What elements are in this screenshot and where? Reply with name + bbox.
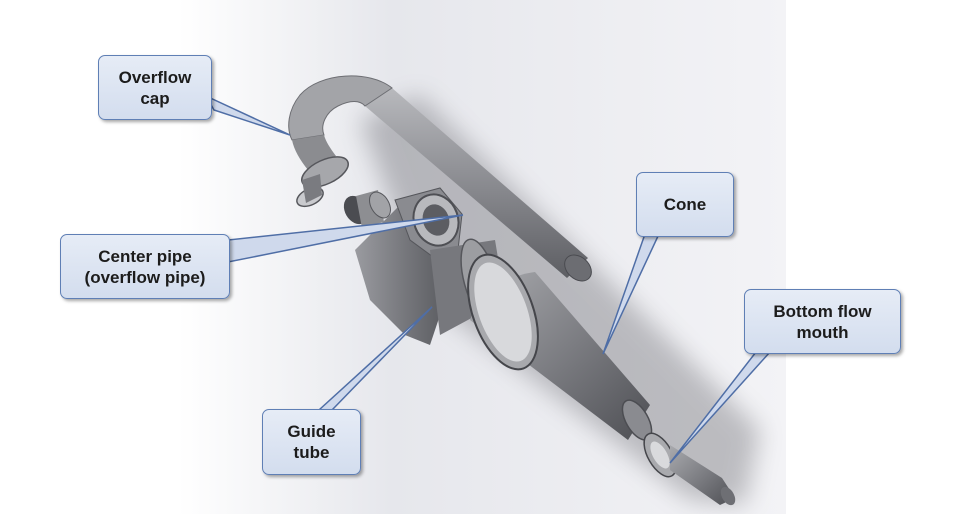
callout-overflow-cap-line2: cap <box>140 88 170 108</box>
callout-guide-tube-line2: tube <box>293 443 330 462</box>
callout-overflow-cap: Overflow cap <box>98 55 212 120</box>
callout-bottom-flow-mouth: Bottom flow mouth <box>744 289 901 354</box>
callout-center-pipe-line1: Center pipe <box>98 246 192 266</box>
callout-center-pipe-line2: (overflow pipe) <box>84 267 206 287</box>
leader-lines <box>204 94 772 464</box>
assembly-shadow <box>360 95 760 505</box>
bottom-flow-mouth <box>643 432 736 506</box>
callout-guide-tube-line1: Guide <box>287 422 336 441</box>
callout-center-pipe: Center pipe (overflow pipe) <box>60 234 230 299</box>
cone <box>467 253 653 441</box>
overflow-pipe <box>288 75 592 282</box>
center-pipe-flange <box>343 190 391 228</box>
callout-overflow-cap-line1: Overflow <box>118 67 192 87</box>
callout-cone-line1: Cone <box>663 195 707 214</box>
callout-guide-tube: Guide tube <box>262 409 361 475</box>
callout-bottom-flow-mouth-line1: Bottom flow <box>773 301 872 321</box>
callout-bottom-flow-mouth-line2: mouth <box>796 322 849 342</box>
callout-cone: Cone <box>636 172 734 237</box>
